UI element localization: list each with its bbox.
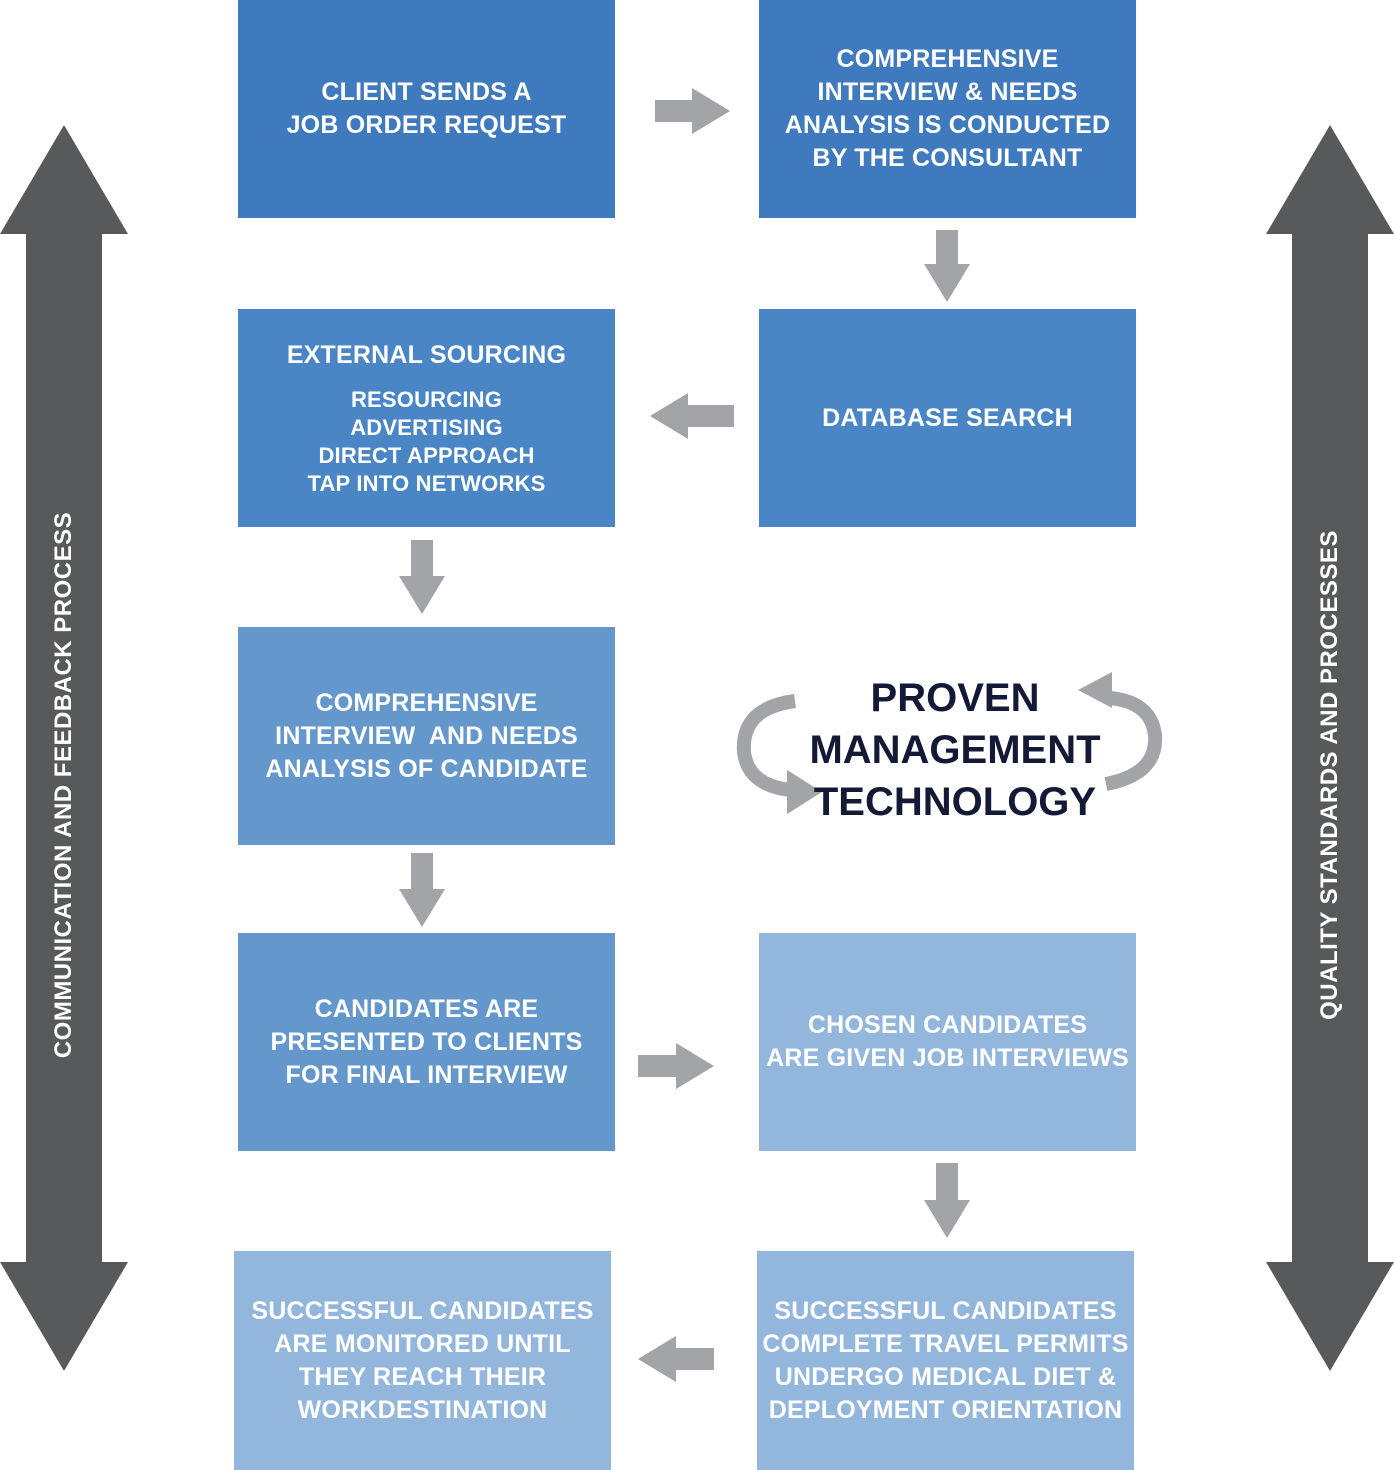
sourcing-item: ADVERTISING: [350, 414, 503, 440]
cycle-arrow-right-arc: [1104, 691, 1163, 791]
step-text: SUCCESSFUL CANDIDATES: [774, 1296, 1117, 1325]
step-text: CHOSEN CANDIDATES: [807, 1011, 1088, 1039]
step-text: INTERVIEW & NEEDS: [817, 78, 1078, 106]
step-text: ARE GIVEN JOB INTERVIEWS: [766, 1044, 1129, 1072]
sourcing-item: RESOURCING: [350, 386, 503, 412]
step-text: JOB ORDER REQUEST: [286, 111, 567, 139]
step-text: DATABASE SEARCH: [822, 403, 1073, 432]
step-consultant-interview: COMPREHENSIVE INTERVIEW & NEEDS ANALYSIS…: [759, 0, 1136, 218]
step-text: CLIENT SENDS A: [321, 78, 532, 106]
step-text: DEPLOYMENT ORIENTATION: [768, 1395, 1123, 1424]
step-text: BY THE CONSULTANT: [812, 144, 1083, 172]
arrow-down-1: [924, 230, 970, 302]
proven-management-technology: PROVEN MANAGEMENT TECHNOLOGY: [800, 672, 1110, 828]
cycle-arrow-right-head: [1078, 672, 1112, 708]
arrow-down-4: [924, 1163, 970, 1238]
center-text-line: PROVEN: [870, 676, 1040, 720]
step-text: COMPREHENSIVE: [315, 688, 538, 717]
step-travel-permits: SUCCESSFUL CANDIDATES COMPLETE TRAVEL PE…: [757, 1251, 1134, 1470]
sourcing-item: TAP INTO NETWORKS: [307, 470, 546, 496]
sourcing-item: DIRECT APPROACH: [318, 442, 535, 468]
cycle-arrow-left-arc: [736, 694, 797, 797]
step-job-interviews: CHOSEN CANDIDATES ARE GIVEN JOB INTERVIE…: [759, 933, 1136, 1151]
step-client-request: CLIENT SENDS A JOB ORDER REQUEST: [238, 0, 615, 218]
right-double-arrow: [1266, 125, 1394, 1371]
center-text-line: TECHNOLOGY: [813, 780, 1097, 824]
step-text: UNDERGO MEDICAL DIET &: [774, 1362, 1117, 1391]
arrow-right-1: [655, 88, 730, 134]
arrow-down-3: [399, 853, 445, 927]
left-side-label: COMMUNICATION AND FEEDBACK PROCESS: [50, 511, 77, 1059]
arrow-left-1: [650, 393, 734, 439]
step-text: FOR FINAL INTERVIEW: [285, 1060, 568, 1089]
step-candidate-interview: COMPREHENSIVE INTERVIEW AND NEEDS ANALYS…: [238, 627, 615, 845]
step-external-sourcing: EXTERNAL SOURCING RESOURCING ADVERTISING…: [238, 309, 615, 527]
step-text: ARE MONITORED UNTIL: [274, 1329, 571, 1358]
arrow-left-2: [638, 1336, 714, 1382]
left-double-arrow: [0, 125, 128, 1371]
step-text: INTERVIEW AND NEEDS: [275, 721, 578, 750]
step-text: ANALYSIS IS CONDUCTED: [784, 111, 1111, 139]
arrow-down-2: [399, 540, 445, 614]
arrow-right-2: [638, 1043, 714, 1089]
step-text: CANDIDATES ARE: [314, 994, 539, 1023]
right-side-label: QUALITY STANDARDS AND PROCESSES: [1316, 530, 1343, 1020]
step-monitoring: SUCCESSFUL CANDIDATES ARE MONITORED UNTI…: [234, 1251, 611, 1470]
step-text: COMPREHENSIVE: [836, 45, 1059, 73]
step-text: PRESENTED TO CLIENTS: [270, 1027, 583, 1056]
cycle-arrow-left-head: [787, 770, 822, 814]
step-text: WORKDESTINATION: [297, 1395, 548, 1424]
step-text: ANALYSIS OF CANDIDATE: [265, 754, 588, 783]
center-text-line: MANAGEMENT: [809, 728, 1101, 772]
step-database-search: DATABASE SEARCH: [759, 309, 1136, 527]
step-title: EXTERNAL SOURCING: [286, 340, 567, 369]
step-present-to-clients: CANDIDATES ARE PRESENTED TO CLIENTS FOR …: [238, 933, 615, 1151]
step-text: SUCCESSFUL CANDIDATES: [251, 1296, 594, 1325]
step-text: COMPLETE TRAVEL PERMITS: [762, 1329, 1129, 1358]
step-text: THEY REACH THEIR: [298, 1362, 547, 1391]
